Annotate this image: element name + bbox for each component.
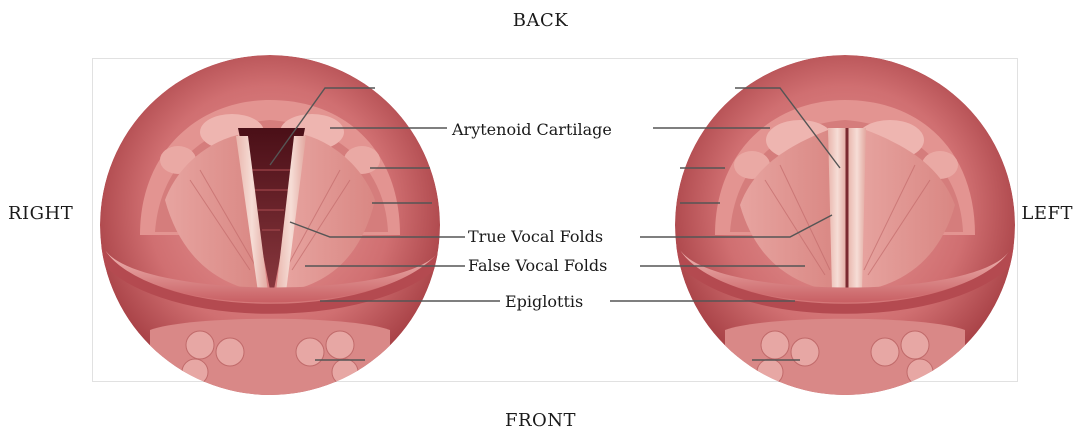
label-false-vocal-folds: False Vocal Folds — [468, 256, 607, 276]
label-arytenoid-cartilage: Arytenoid Cartilage — [452, 120, 612, 140]
larynx-view-open — [95, 55, 450, 400]
label-epiglottis: Epiglottis — [505, 292, 583, 312]
larynx-view-closed — [670, 55, 1020, 400]
label-true-vocal-folds: True Vocal Folds — [468, 227, 603, 247]
